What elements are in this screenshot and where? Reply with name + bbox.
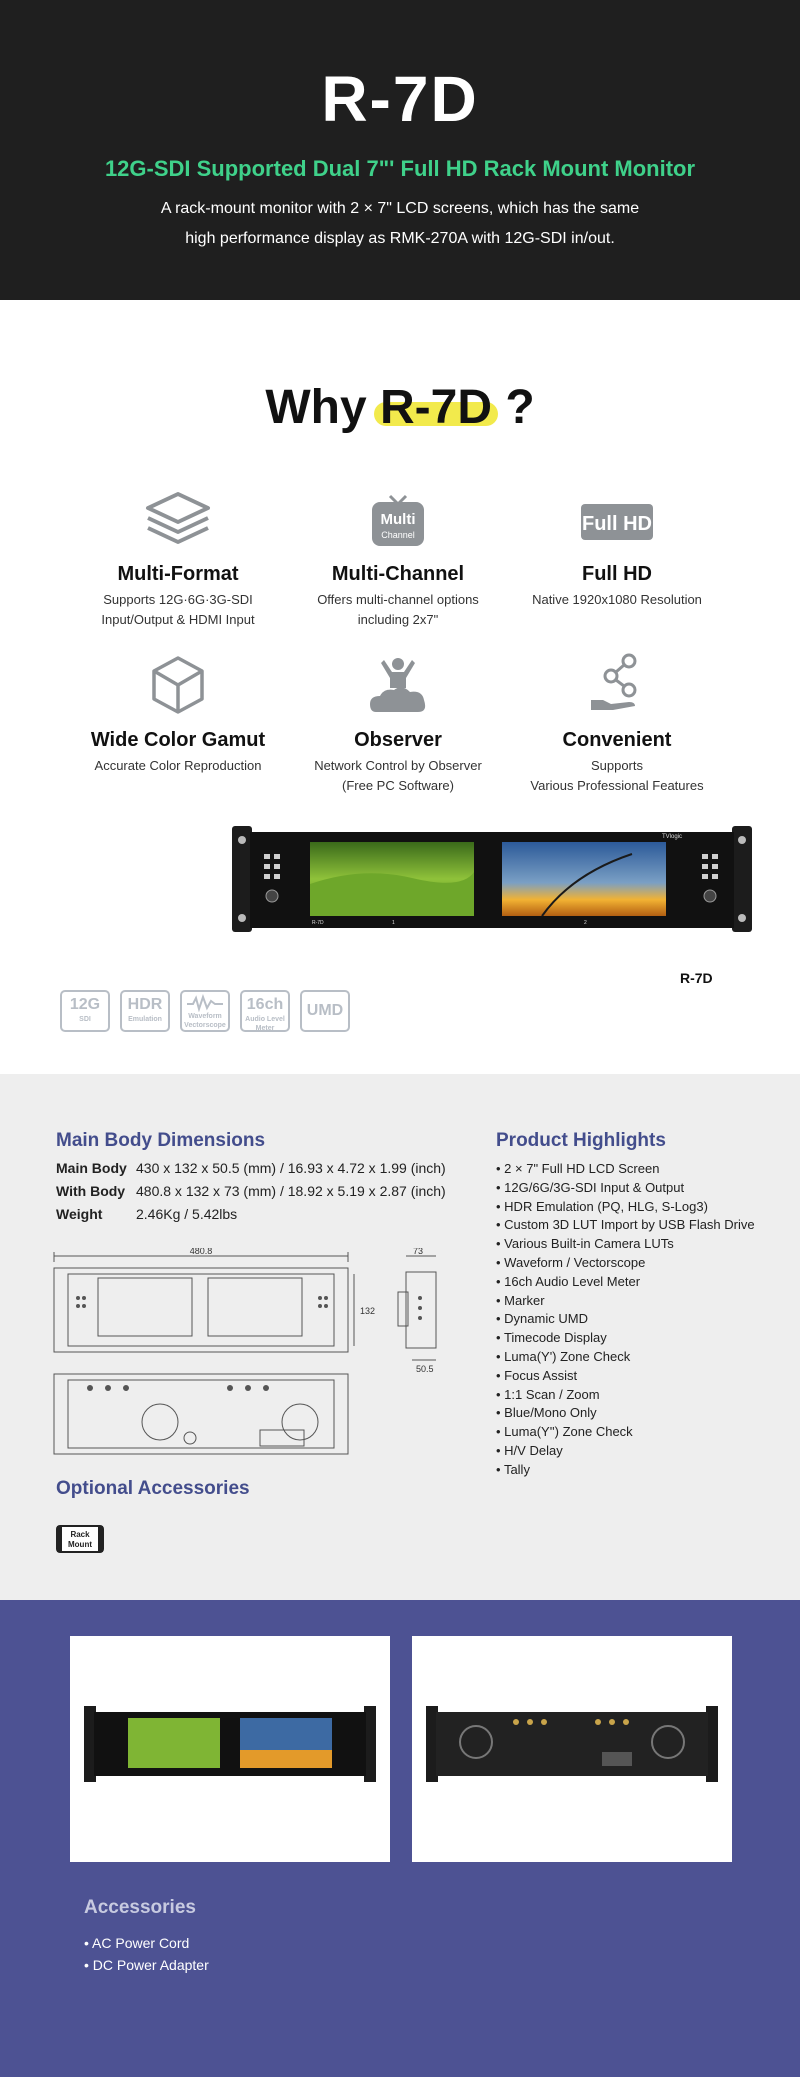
svg-text:Multi: Multi — [381, 511, 416, 528]
cube-icon — [152, 656, 204, 714]
list-item: Focus Assist — [496, 1367, 755, 1386]
feature-desc-line-1: Native 1920x1080 Resolution — [532, 592, 702, 607]
observer-icon — [370, 658, 426, 712]
product-front-card — [70, 1636, 390, 1862]
feature-desc-line-1: Offers multi-channel options — [317, 592, 479, 607]
svg-text:Full HD: Full HD — [582, 513, 652, 535]
why-section: Why R-7D ? Multi-Format Supports 12G·6G·… — [0, 300, 800, 1074]
badge-waveform-vectorscope: Waveform Vectorscope — [180, 990, 230, 1032]
list-item: 16ch Audio Level Meter — [496, 1273, 755, 1292]
list-item: Dynamic UMD — [496, 1310, 755, 1329]
list-item: 12G/6G/3G-SDI Input & Output — [496, 1179, 755, 1198]
product-subtitle: 12G-SDI Supported Dual 7"' Full HD Rack … — [104, 156, 696, 181]
product-title: R-7D — [321, 63, 479, 135]
description-line-2: high performance display as RMK-270A wit… — [185, 230, 615, 247]
monitor-front-photo — [84, 1706, 376, 1782]
list-item: Luma(Y') Zone Check — [496, 1348, 755, 1367]
list-item: Tally — [496, 1461, 755, 1480]
description-line-1: A rack-mount monitor with 2 × 7" LCD scr… — [160, 200, 640, 217]
feature-observer: Observer Network Control by Observer (Fr… — [288, 652, 508, 796]
full-hd-icon: Full HD — [581, 504, 653, 540]
feature-desc-line-2: including 2x7" — [357, 612, 439, 627]
share-hand-icon — [591, 653, 637, 710]
feature-convenient: Convenient Supports Various Professional… — [507, 652, 727, 796]
list-item: Waveform / Vectorscope — [496, 1254, 755, 1273]
feature-desc-line-1: Supports — [590, 758, 644, 773]
feature-title: Convenient — [562, 729, 672, 751]
monitor-brand: TVlogic — [662, 834, 682, 840]
feature-title: Multi-Format — [117, 563, 239, 585]
screen-2-number: 2 — [584, 920, 587, 926]
list-item: 2 × 7" Full HD LCD Screen — [496, 1160, 755, 1179]
feature-wide-color-gamut: Wide Color Gamut Accurate Color Reproduc… — [68, 652, 288, 776]
accessories-heading: Accessories — [84, 1897, 196, 1918]
product-rear-card — [412, 1636, 732, 1862]
feature-desc-line-1: Supports 12G·6G·3G-SDI — [103, 592, 253, 607]
dimensions-heading: Main Body Dimensions — [56, 1130, 266, 1151]
highlights-list: 2 × 7" Full HD LCD Screen 12G/6G/3G-SDI … — [496, 1160, 755, 1480]
feature-multi-format: Multi-Format Supports 12G·6G·3G-SDI Inpu… — [68, 486, 288, 630]
multi-channel-tv-icon: Multi Channel — [372, 494, 424, 546]
feature-desc-line-1: Accurate Color Reproduction — [94, 758, 262, 773]
feature-full-hd: Full HD Full HD Native 1920x1080 Resolut… — [507, 486, 727, 610]
monitor-front-image: TVlogic R-7D 1 2 — [232, 826, 752, 932]
hero-banner: R-7D 12G-SDI Supported Dual 7"' Full HD … — [0, 0, 800, 319]
why-heading: Why R-7D ? — [0, 380, 800, 435]
list-item: Marker — [496, 1292, 755, 1311]
accessories-section: Accessories AC Power Cord DC Power Adapt… — [0, 1600, 800, 2077]
svg-text:Rack: Rack — [70, 1530, 90, 1539]
accessories-list: AC Power Cord DC Power Adapter — [84, 1932, 209, 1976]
monitor-rear-photo — [426, 1706, 718, 1782]
feature-title: Observer — [354, 729, 442, 751]
optional-accessories-heading: Optional Accessories — [56, 1478, 250, 1499]
drawing-depth-label: 73 — [413, 1248, 423, 1256]
feature-desc-line-2: Input/Output & HDMI Input — [101, 612, 255, 627]
list-item: AC Power Cord — [84, 1932, 209, 1954]
badge-umd: UMD — [300, 990, 350, 1032]
screen-1-number: 1 — [392, 920, 395, 926]
drawing-body-depth-label: 50.5 — [416, 1364, 434, 1374]
list-item: DC Power Adapter — [84, 1954, 209, 1976]
svg-text:Mount: Mount — [68, 1540, 92, 1549]
rack-mount-icon: Rack Mount — [56, 1525, 104, 1553]
dimension-drawing: 480.8 132 73 50.5 — [53, 1248, 437, 1455]
list-item: Timecode Display — [496, 1329, 755, 1348]
list-item: HDR Emulation (PQ, HLG, S-Log3) — [496, 1198, 755, 1217]
list-item: Luma(Y'') Zone Check — [496, 1423, 755, 1442]
highlights-heading: Product Highlights — [496, 1130, 666, 1151]
drawing-width-label: 480.8 — [190, 1248, 213, 1256]
list-item: Various Built-in Camera LUTs — [496, 1235, 755, 1254]
product-description: A rack-mount monitor with 2 × 7" LCD scr… — [0, 194, 800, 254]
monitor-label: R-7D — [680, 970, 713, 986]
waveform-icon — [187, 994, 223, 1012]
feature-title: Wide Color Gamut — [90, 729, 266, 751]
monitor-model-tag: R-7D — [312, 920, 324, 926]
list-item: Blue/Mono Only — [496, 1404, 755, 1423]
why-heading-prefix: Why — [265, 381, 380, 434]
feature-desc-line-2: Various Professional Features — [530, 778, 704, 793]
why-heading-suffix: ? — [492, 381, 535, 434]
list-item: H/V Delay — [496, 1442, 755, 1461]
drawing-height-label: 132 — [360, 1306, 375, 1316]
list-item: 1:1 Scan / Zoom — [496, 1386, 755, 1405]
feature-multi-channel: Multi Channel Multi-Channel Offers multi… — [288, 486, 508, 630]
why-heading-highlight: R-7D — [373, 381, 499, 434]
feature-desc-line-1: Network Control by Observer — [314, 758, 482, 773]
svg-text:Channel: Channel — [381, 530, 415, 540]
feature-title: Multi-Channel — [331, 563, 465, 585]
feature-desc-line-2: (Free PC Software) — [342, 778, 454, 793]
feature-title: Full HD — [582, 563, 652, 585]
list-item: Custom 3D LUT Import by USB Flash Drive — [496, 1216, 754, 1235]
layers-icon — [146, 492, 210, 544]
